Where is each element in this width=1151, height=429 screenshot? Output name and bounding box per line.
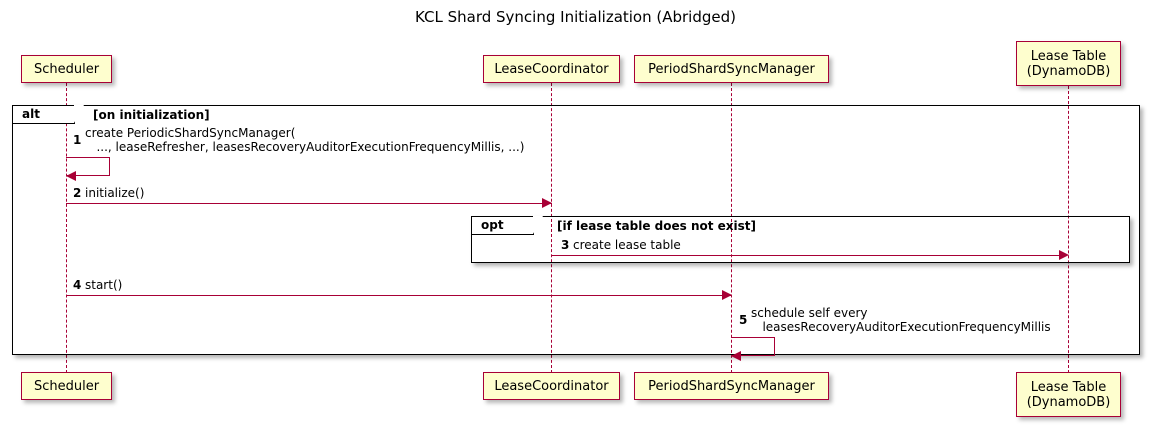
participant-label: LeaseCoordinator [494, 61, 609, 77]
lifeline-scheduler [66, 83, 67, 373]
participant-label: Scheduler [33, 378, 100, 394]
fragment-opt-guard: [if lease table does not exist] [557, 219, 757, 233]
participant-lease-table-top[interactable]: Lease Table (DynamoDB) [1016, 41, 1121, 86]
message-1-number: 1 [73, 133, 82, 147]
message-1-label: create PeriodicShardSyncManager( ..., le… [85, 126, 525, 154]
message-3-arrowhead [1059, 250, 1069, 260]
participant-lease-coordinator-bottom[interactable]: LeaseCoordinator [483, 372, 620, 400]
message-5-label: schedule self every leasesRecoveryAudito… [751, 306, 1051, 334]
message-3-line [551, 255, 1059, 256]
participant-label: Lease Table (DynamoDB) [1026, 48, 1111, 79]
message-4-arrowhead [722, 290, 732, 300]
message-4-label: start() [85, 278, 123, 292]
participant-label: Lease Table (DynamoDB) [1026, 379, 1111, 410]
participant-lease-coordinator-top[interactable]: LeaseCoordinator [483, 55, 620, 83]
participant-period-shard-sync-bottom[interactable]: PeriodShardSyncManager [634, 372, 829, 400]
lifeline-period-shard-sync [731, 83, 732, 373]
participant-label: PeriodShardSyncManager [648, 61, 815, 77]
message-5-number: 5 [739, 313, 748, 327]
message-5-self-loop [731, 337, 775, 356]
lifeline-lease-coordinator [551, 83, 552, 373]
message-4-number: 4 [73, 278, 82, 292]
fragment-alt [12, 105, 1140, 355]
message-2-line [66, 203, 552, 204]
fragment-opt [471, 216, 1130, 263]
lifeline-lease-table [1068, 86, 1069, 373]
participant-period-shard-sync-top[interactable]: PeriodShardSyncManager [634, 55, 829, 83]
fragment-opt-keyword: opt [472, 216, 543, 235]
participant-scheduler-bottom[interactable]: Scheduler [21, 372, 112, 400]
message-1-self-loop [66, 157, 110, 176]
message-3-number: 3 [561, 238, 570, 252]
message-2-arrowhead [542, 198, 552, 208]
fragment-alt-guard: [on initialization] [93, 108, 210, 122]
message-2-number: 2 [73, 186, 82, 200]
participant-lease-table-bottom[interactable]: Lease Table (DynamoDB) [1016, 372, 1121, 417]
diagram-title: KCL Shard Syncing Initialization (Abridg… [415, 8, 736, 26]
message-2-label: initialize() [85, 186, 145, 200]
participant-label: Scheduler [33, 61, 100, 77]
participant-scheduler-top[interactable]: Scheduler [21, 55, 112, 83]
message-4-line [66, 295, 732, 296]
message-5-arrowhead [731, 351, 741, 361]
message-3-label: create lease table [573, 238, 681, 252]
participant-label: PeriodShardSyncManager [648, 378, 815, 394]
participant-label: LeaseCoordinator [494, 378, 609, 394]
fragment-alt-keyword: alt [13, 105, 84, 124]
message-1-arrowhead [66, 171, 76, 181]
